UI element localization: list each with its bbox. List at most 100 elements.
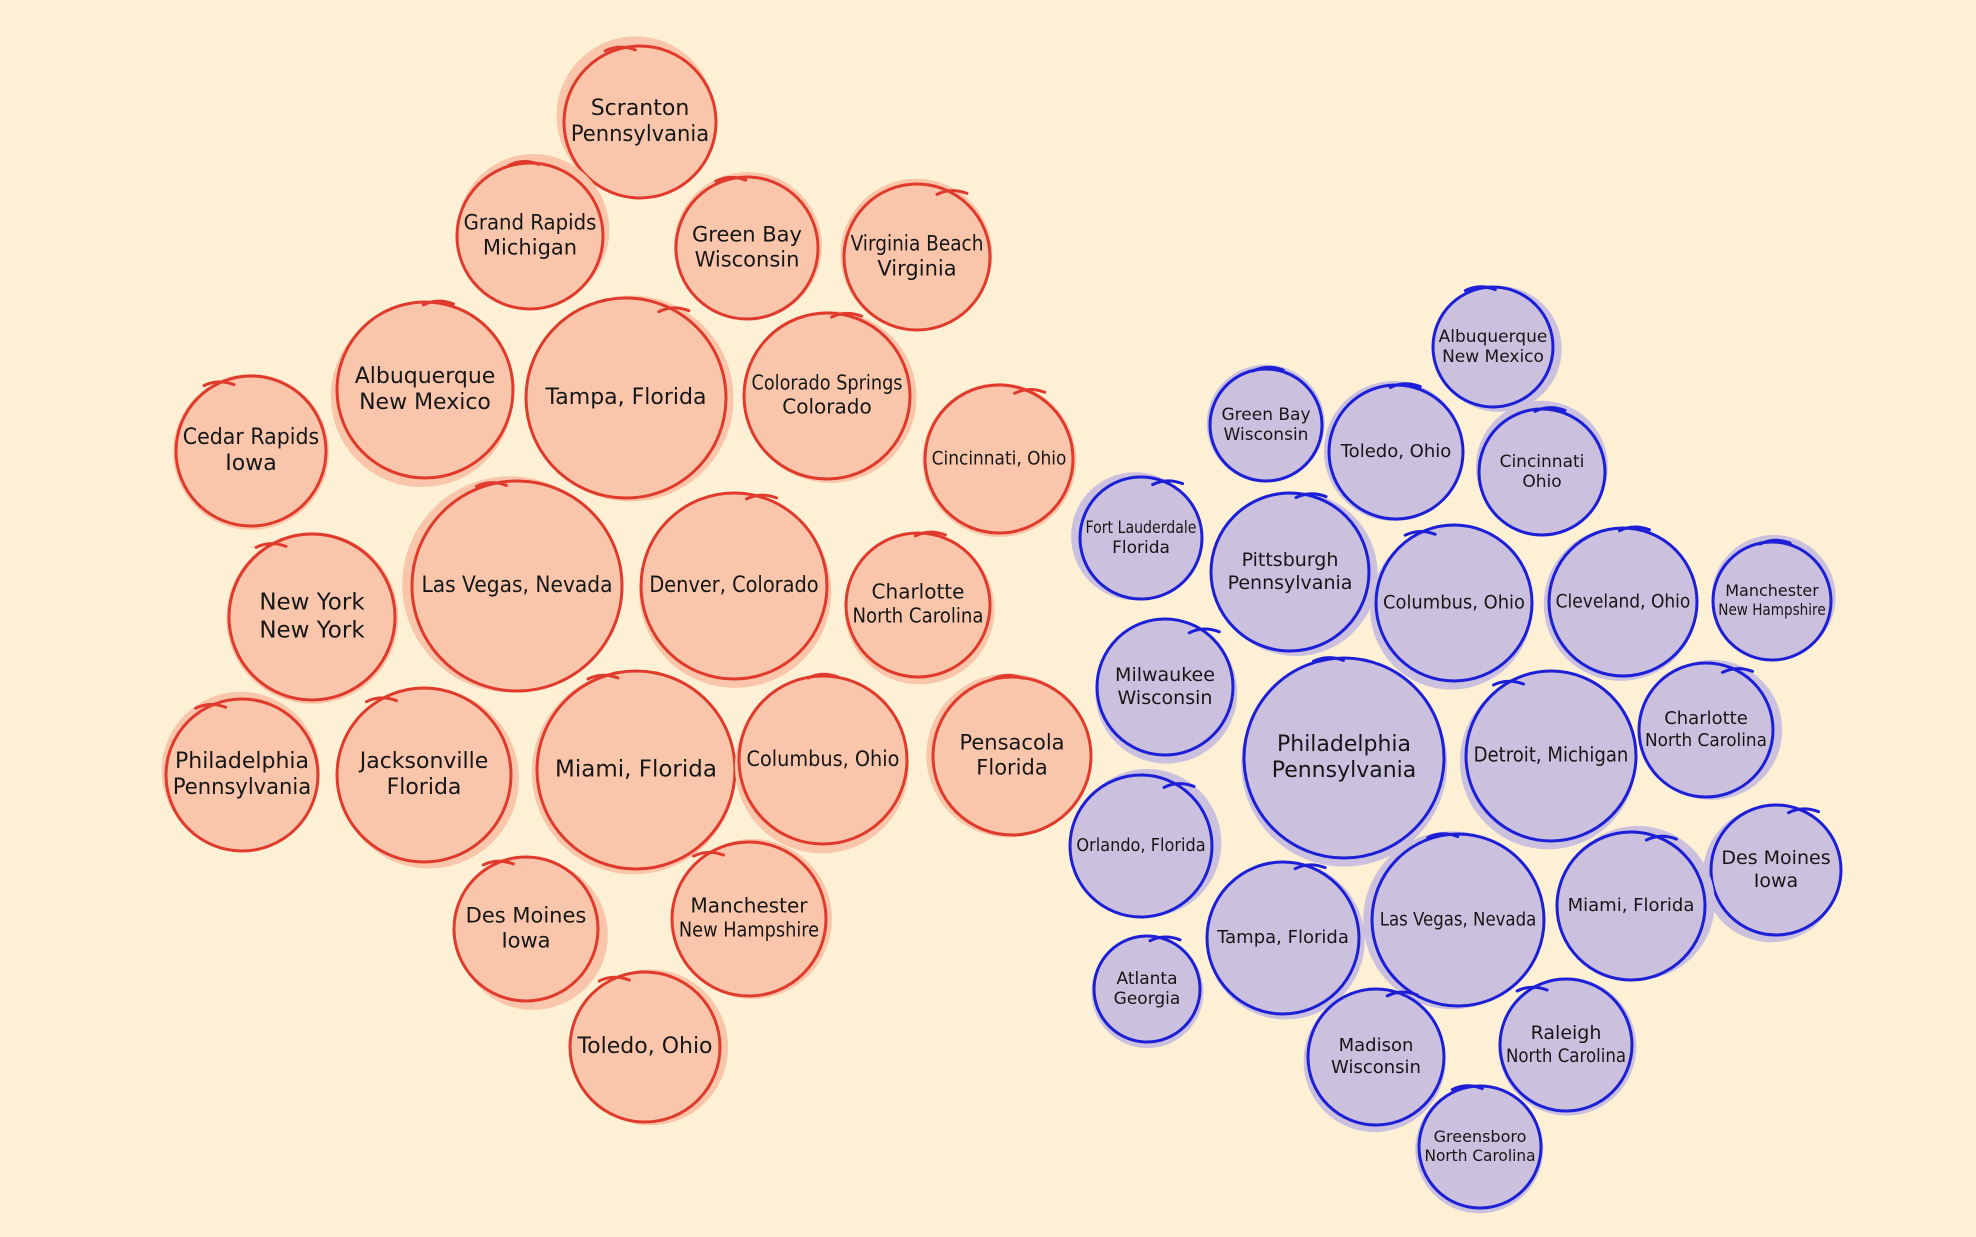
bubble: Cleveland, Ohio — [1543, 525, 1699, 681]
bubble-label: Orlando, Florida — [1076, 835, 1205, 856]
bubble-stroke-tail — [745, 493, 779, 501]
bubble-outline — [335, 300, 515, 480]
bubble-label: Pensacola — [959, 730, 1064, 754]
bubble-label: Iowa — [501, 929, 550, 953]
bubble-stroke-tail — [1450, 1084, 1484, 1092]
bubble-label: New York — [259, 617, 365, 643]
bubble-label: Charlotte — [872, 580, 965, 604]
bubble-outline — [164, 697, 320, 853]
bubble-label: Ohio — [1522, 472, 1561, 492]
bubble-outline — [1092, 934, 1202, 1044]
bubble: Las Vegas, Nevada — [402, 476, 624, 693]
bubble-stroke-tail — [507, 160, 541, 167]
bubble-label: Greensboro — [1434, 1127, 1527, 1146]
bubble-outline — [1068, 773, 1214, 919]
bubble-label: Albuquerque — [355, 364, 496, 389]
bubble-label: Denver, Colorado — [649, 573, 818, 598]
bubble: Las Vegas, Nevada — [1363, 831, 1546, 1010]
bubble-stroke-tail — [1787, 807, 1821, 815]
bubble-label: Green Bay — [692, 222, 802, 246]
bubble-stroke-tail — [692, 850, 726, 858]
bubble-label: Pennsylvania — [173, 775, 311, 800]
bubble-label: Grand Rapids — [464, 210, 597, 234]
bubble-stroke-tail — [806, 672, 840, 680]
bubble: Toledo, Ohio — [1323, 381, 1465, 522]
bubble-label: Virginia Beach — [851, 231, 984, 255]
bubble-label: Charlotte — [1664, 708, 1748, 729]
bubble: Toledo, Ohio — [568, 969, 729, 1126]
bubble-stroke-tail — [254, 542, 288, 549]
bubble-label: Virginia — [877, 257, 956, 281]
bubble-label: Michigan — [483, 236, 577, 260]
bubble-outline — [1431, 285, 1555, 409]
bubble-label: Pittsburgh — [1242, 549, 1339, 571]
bubble-label: Tampa, Florida — [1216, 927, 1349, 948]
bubble-label: Madison — [1339, 1035, 1414, 1056]
bubble-label: New York — [259, 590, 365, 616]
bubble-label: Iowa — [1754, 870, 1798, 892]
bubble-label: Tampa, Florida — [545, 385, 707, 410]
bubble-label: Cincinnati, Ohio — [932, 448, 1067, 470]
bubble-outline — [1498, 977, 1634, 1113]
bubble-label: Atlanta — [1117, 969, 1178, 989]
bubble-stroke-tail — [1758, 538, 1792, 546]
bubble-label: Manchester — [1725, 581, 1819, 600]
bubble-outline — [923, 383, 1075, 535]
bubble-label: Colorado Springs — [751, 371, 902, 395]
bubble-label: Columbus, Ohio — [747, 747, 900, 771]
bubble-stroke-tail — [1388, 382, 1422, 390]
bubble-label: Wisconsin — [1224, 425, 1309, 445]
bubble-stroke-tail — [586, 673, 620, 681]
bubble-outline — [842, 182, 992, 332]
bubble-stroke-tail — [990, 673, 1024, 681]
bubble: Tampa, Florida — [1205, 860, 1365, 1020]
bubble-outline — [1374, 523, 1534, 683]
bubble-label: Detroit, Michigan — [1474, 743, 1629, 767]
bubble-stroke-tail — [1293, 863, 1327, 871]
bubble-label: Des Moines — [1721, 847, 1830, 869]
bubble-label: Las Vegas, Nevada — [1380, 909, 1537, 931]
bubble-stroke-tail — [1311, 656, 1345, 663]
bubble-stroke-tail — [1187, 627, 1221, 635]
bubble-outline — [335, 686, 513, 864]
bubble-stroke-tail — [202, 380, 236, 388]
bubble-label: North Carolina — [1506, 1045, 1626, 1067]
bubble-stroke-tail — [1013, 387, 1047, 395]
bubble-label: Florida — [976, 756, 1047, 780]
bubble-outline — [1205, 860, 1361, 1016]
bubble-outline — [1078, 475, 1204, 601]
bubble-outline — [1242, 656, 1446, 860]
bubble-stroke-tail — [1426, 832, 1460, 840]
bubble-outline — [1464, 669, 1638, 843]
bubble-stroke-tail — [1618, 525, 1651, 533]
bubble-outline — [742, 311, 912, 481]
bubble-stroke-tail — [364, 696, 398, 704]
bubble-stroke-tail — [935, 189, 969, 196]
bubble-label: Scranton — [591, 96, 690, 121]
bubble-label: Cedar Rapids — [183, 425, 320, 450]
bubble-label: North Carolina — [852, 604, 983, 628]
bubble-outline — [568, 970, 722, 1124]
bubble-label: Fort Lauderdale — [1085, 518, 1196, 538]
bubble-stroke-tail — [194, 702, 228, 710]
bubble-outline — [639, 491, 829, 681]
bubble-label: New Hampshire — [1718, 600, 1825, 619]
bubble-stroke-tail — [1162, 782, 1196, 789]
bubble-outline — [524, 296, 728, 500]
bubble-label: Florida — [1112, 538, 1170, 558]
bubble-outline — [1209, 491, 1371, 653]
bubble-stroke-tail — [1385, 990, 1419, 998]
